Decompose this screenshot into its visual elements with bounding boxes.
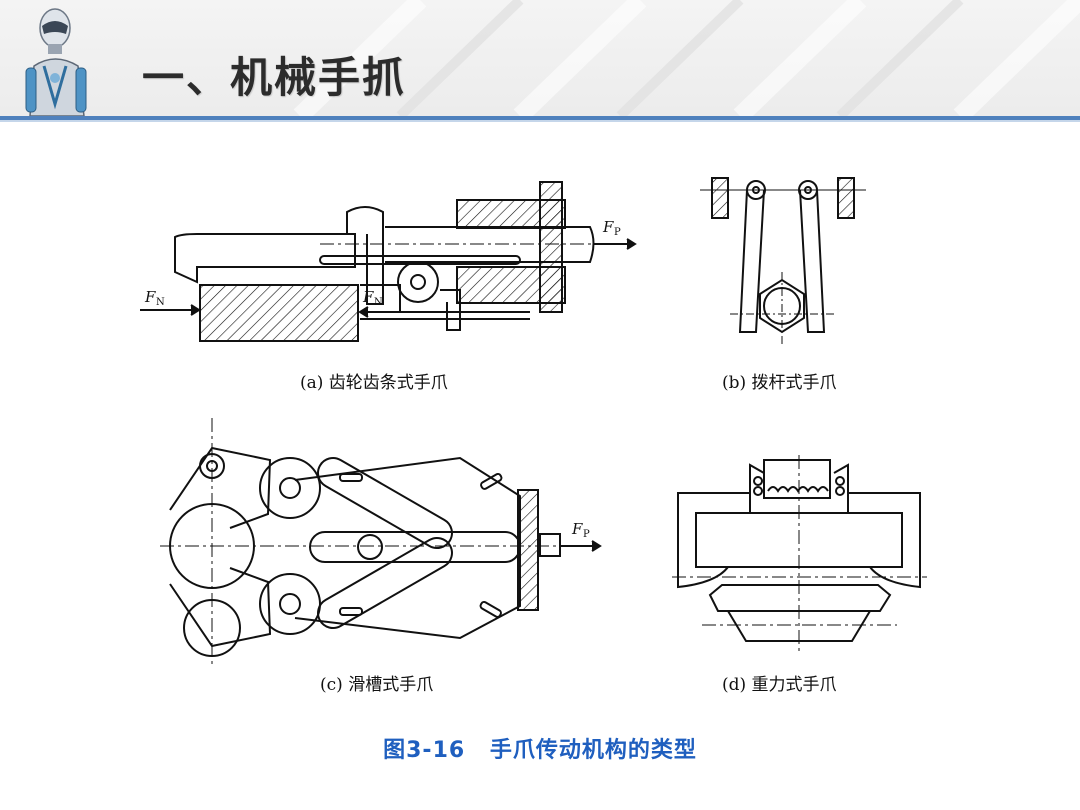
figure-d-gravity-gripper xyxy=(672,455,927,655)
force-label-fp-a: F xyxy=(602,218,614,236)
force-sub-fp-a: P xyxy=(614,227,621,238)
force-label-fn-right: F xyxy=(362,288,374,306)
figure-title: 图3-16 手爪传动机构的类型 xyxy=(0,732,1080,764)
force-label-fn-left: F xyxy=(144,288,156,306)
header-pattern xyxy=(293,0,1080,116)
header-accent-bar-light xyxy=(0,120,1080,122)
force-sub-fn-left: N xyxy=(156,297,165,308)
caption-a: (a) 齿轮齿条式手爪 xyxy=(300,373,448,393)
caption-b: (b) 拨杆式手爪 xyxy=(722,373,837,393)
force-sub-fn-right: N xyxy=(374,297,383,308)
figure-c-slotted-gripper: F P xyxy=(160,418,602,668)
header-accent-bar xyxy=(0,116,1080,120)
figure-number: 图3-16 xyxy=(383,738,466,763)
robot-icon xyxy=(25,8,87,116)
figure-title-text: 手爪传动机构的类型 xyxy=(489,738,697,763)
slide-header: 一、机械手抓 xyxy=(0,0,1080,116)
force-sub-fp-c: P xyxy=(583,529,590,540)
caption-c: (c) 滑槽式手爪 xyxy=(320,675,434,695)
slide-title: 一、机械手抓 xyxy=(142,53,407,102)
figure-a-rack-pinion-gripper: F N F N F P xyxy=(140,181,637,342)
figure-b-lever-gripper xyxy=(700,177,866,344)
force-label-fp-c: F xyxy=(571,520,583,538)
caption-d: (d) 重力式手爪 xyxy=(722,675,837,695)
